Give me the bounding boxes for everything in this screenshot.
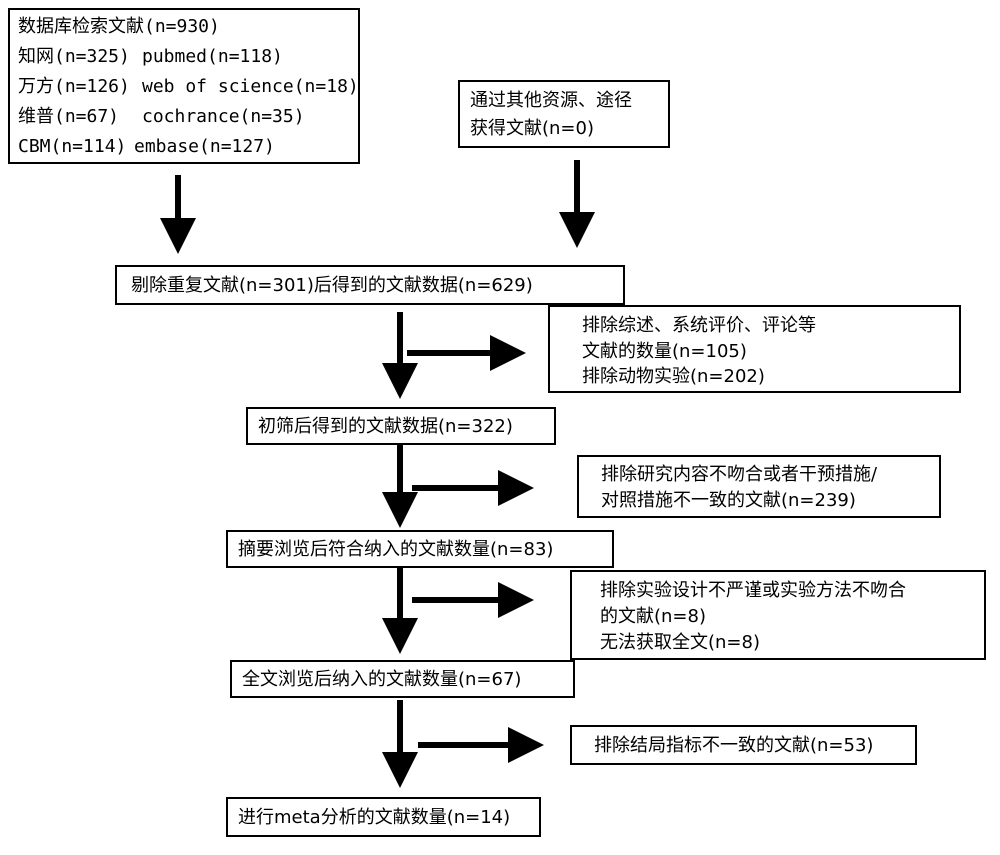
- exclusion-box-3: 排除实验设计不严谨或实验方法不吻合 的文献(n=8) 无法获取全文(n=8): [570, 570, 986, 660]
- source-cochrane: cochrance(n=35): [142, 106, 305, 127]
- step-fulltext-review-text: 全文浏览后纳入的文献数量(n=67): [242, 669, 522, 690]
- step-fulltext-review: 全文浏览后纳入的文献数量(n=67): [230, 660, 575, 698]
- database-search-title: 数据库检索文献(n=930): [18, 16, 220, 37]
- exclusion-2-line-2: 对照措施不一致的文献(n=239): [601, 490, 856, 511]
- step-meta-analysis-text: 进行meta分析的文献数量(n=14): [238, 807, 511, 828]
- source-cbm: CBM(n=114): [18, 136, 127, 157]
- step-deduplication-text: 剔除重复文献(n=301)后得到的文献数据(n=629): [131, 275, 533, 296]
- exclusion-3-line-2: 的文献(n=8): [600, 606, 706, 627]
- other-sources-line-2: 获得文献(n=0): [470, 118, 594, 139]
- exclusion-1-line-1: 排除综述、系统评价、评论等: [582, 315, 816, 336]
- step-abstract-review-text: 摘要浏览后符合纳入的文献数量(n=83): [238, 539, 554, 560]
- source-web-of-science: web of science(n=18): [142, 76, 359, 97]
- exclusion-1-line-3: 排除动物实验(n=202): [582, 366, 765, 387]
- exclusion-box-1: 排除综述、系统评价、评论等 文献的数量(n=105) 排除动物实验(n=202): [548, 305, 961, 393]
- exclusion-3-line-3: 无法获取全文(n=8): [600, 632, 760, 653]
- exclusion-4-line-1: 排除结局指标不一致的文献(n=53): [594, 735, 874, 756]
- step-abstract-review: 摘要浏览后符合纳入的文献数量(n=83): [226, 530, 614, 568]
- exclusion-2-line-1: 排除研究内容不吻合或者干预措施/: [601, 464, 878, 485]
- other-sources-line-1: 通过其他资源、途径: [470, 90, 632, 111]
- source-wanfang: 万方(n=126): [18, 76, 130, 97]
- other-sources-box: 通过其他资源、途径 获得文献(n=0): [458, 80, 670, 148]
- source-pubmed: pubmed(n=118): [142, 46, 283, 67]
- step-deduplication: 剔除重复文献(n=301)后得到的文献数据(n=629): [115, 265, 625, 305]
- database-search-box: 数据库检索文献(n=930) 知网(n=325) pubmed(n=118) 万…: [8, 8, 360, 164]
- source-cnki: 知网(n=325): [18, 46, 130, 67]
- source-embase: embase(n=127): [134, 136, 275, 157]
- step-initial-screening: 初筛后得到的文献数据(n=322): [246, 407, 556, 445]
- step-meta-analysis: 进行meta分析的文献数量(n=14): [226, 797, 541, 837]
- exclusion-box-2: 排除研究内容不吻合或者干预措施/ 对照措施不一致的文献(n=239): [577, 455, 941, 518]
- exclusion-box-4: 排除结局指标不一致的文献(n=53): [570, 725, 917, 765]
- exclusion-3-line-1: 排除实验设计不严谨或实验方法不吻合: [600, 580, 906, 601]
- exclusion-1-line-2: 文献的数量(n=105): [582, 341, 747, 362]
- step-initial-screening-text: 初筛后得到的文献数据(n=322): [258, 416, 513, 437]
- source-vip: 维普(n=67): [18, 106, 120, 127]
